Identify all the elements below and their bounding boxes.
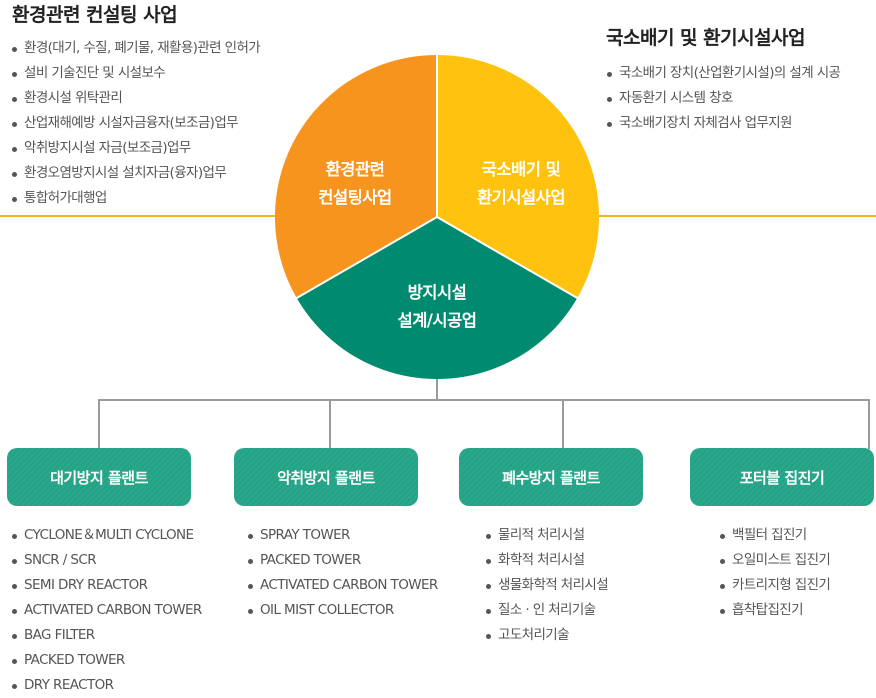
ventilation-title: 국소배기 및 환기시설사업 <box>606 27 806 49</box>
list-item: ACTIVATED CARBON TOWER <box>246 573 438 598</box>
list-item: PACKED TOWER <box>246 548 438 573</box>
consulting-title: 환경관련 컨설팅 사업 <box>12 4 178 26</box>
list-item: 환경시설 위탁관리 <box>10 86 260 111</box>
list-item: 설비 기술진단 및 시설보수 <box>10 61 260 86</box>
connector-trunk <box>436 375 438 400</box>
list-item: SPRAY TOWER <box>246 523 438 548</box>
pie-separator <box>436 216 578 299</box>
list-item: BAG FILTER <box>10 623 202 648</box>
list-item: 백필터 집진기 <box>718 523 830 548</box>
list-item: SNCR / SCR <box>10 548 202 573</box>
list-item: 환경(대기, 수질, 폐기물, 재활용)관련 인허가 <box>10 36 261 61</box>
connector-branch-2 <box>329 399 331 449</box>
consulting-list: 환경(대기, 수질, 폐기물, 재활용)관련 인허가 설비 기술진단 및 시설보… <box>10 36 261 211</box>
list-item: 생물화학적 처리시설 <box>484 573 609 598</box>
portable-collector-list: 백필터 집진기 오일미스트 집진기 카트리지형 집진기 흡착탑집진기 <box>718 523 831 623</box>
odor-prevention-plant-box[interactable]: 악취방지 플랜트 <box>234 448 418 506</box>
list-item: CYCLONE＆MULTI CYCLONE <box>10 523 202 548</box>
connector-horizontal <box>98 399 870 401</box>
pie-separator <box>296 216 438 299</box>
pie-segment-ventilation <box>437 55 599 298</box>
ventilation-list: 국소배기 장치(산업환기시설)의 설계 시공 자동환기 시스템 창호 국소배기장… <box>605 61 841 136</box>
list-item: 국소배기장치 자체검사 업무지원 <box>605 111 840 136</box>
air-prevention-list: CYCLONE＆MULTI CYCLONE SNCR / SCR SEMI DR… <box>10 523 202 698</box>
air-prevention-plant-box[interactable]: 대기방지 플랜트 <box>7 448 191 506</box>
list-item: 흡착탑집진기 <box>718 598 830 623</box>
list-item: PACKED TOWER <box>10 648 202 673</box>
wastewater-prevention-list: 물리적 처리시설 화학적 처리시설 생물화학적 처리시설 질소 · 인 처리기술… <box>484 523 609 648</box>
odor-prevention-list: SPRAY TOWER PACKED TOWER ACTIVATED CARBO… <box>246 523 438 623</box>
list-item: 오일미스트 집진기 <box>718 548 831 573</box>
list-item: OIL MIST COLLECTOR <box>246 598 438 623</box>
list-item: DRY REACTOR <box>10 673 202 698</box>
pie-segment-consulting <box>275 55 437 298</box>
connector-branch-3 <box>562 399 564 449</box>
list-item: 국소배기 장치(산업환기시설)의 설계 시공 <box>605 61 841 86</box>
list-item: SEMI DRY REACTOR <box>10 573 202 598</box>
list-item: 환경오염방지시설 설치자금(융자)업무 <box>10 161 260 186</box>
list-item: ACTIVATED CARBON TOWER <box>10 598 202 623</box>
list-item: 카트리지형 집진기 <box>718 573 831 598</box>
list-item: 고도처리기술 <box>484 623 608 648</box>
list-item: 자동환기 시스템 창호 <box>605 86 840 111</box>
list-item: 통합허가대행업 <box>10 186 260 211</box>
portable-dust-collector-box[interactable]: 포터블 집진기 <box>690 448 874 506</box>
connector-branch-1 <box>98 399 100 449</box>
list-item: 화학적 처리시설 <box>484 548 608 573</box>
list-item: 물리적 처리시설 <box>484 523 608 548</box>
wastewater-prevention-plant-box[interactable]: 폐수방지 플랜트 <box>459 448 643 506</box>
list-item: 악취방지시설 자금(보조금)업무 <box>10 136 260 161</box>
list-item: 질소 · 인 처리기술 <box>484 598 608 623</box>
connector-branch-4 <box>868 399 870 449</box>
list-item: 산업재해예방 시설자금융자(보조금)업무 <box>10 111 260 136</box>
